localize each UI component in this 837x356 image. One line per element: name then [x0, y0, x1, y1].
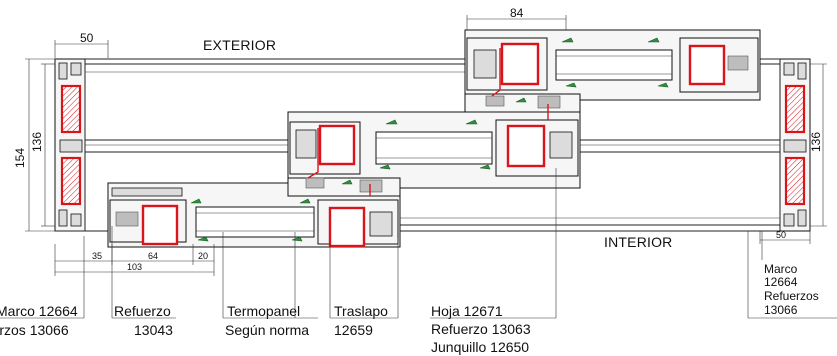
dimension-136-right: 136 [809, 132, 823, 152]
top-sash-reinforcement-left [500, 42, 540, 86]
dimension-64: 64 [148, 251, 158, 261]
dimension-top-left: 50 [54, 31, 109, 58]
label-traslapo-code: 12659 [334, 322, 373, 338]
middle-sash-reinforcement-right [506, 124, 546, 168]
leader-lines [83, 168, 763, 318]
dimension-84: 84 [510, 6, 524, 20]
low-sash-reinforcement-left [141, 204, 179, 246]
dimension-50-bottom: 50 [776, 230, 786, 240]
top-sash-glass [555, 49, 673, 81]
label-termopanel: Termopanel [227, 303, 300, 319]
label-refuerzos-right-code: 13066 [764, 303, 798, 317]
right-frame-reinforcement-top [784, 84, 806, 134]
dimension-top-sash: 84 [466, 6, 567, 30]
middle-sash-reinforcement-left [318, 124, 356, 166]
interior-label: INTERIOR [604, 234, 673, 250]
label-refuerzos-left: Refuerzos 13066 [0, 322, 69, 338]
dimension-136-left: 136 [30, 132, 44, 152]
dimension-20: 20 [198, 251, 208, 261]
label-segun-norma: Según norma [225, 322, 309, 338]
label-traslapo: Traslapo [334, 303, 388, 319]
dimension-left-heights: 154 136 [13, 58, 55, 232]
callout-labels: Marco 12664 Refuerzos 13066 Refuerzo 130… [0, 262, 819, 355]
low-sash-glass [195, 206, 315, 238]
label-hoja: Hoja 12671 [431, 303, 503, 319]
label-marco-right: Marco [764, 262, 798, 276]
low-sash [107, 182, 401, 248]
dimension-50-top: 50 [80, 31, 94, 45]
right-frame-reinforcement-bottom [784, 156, 806, 206]
dimension-right-height: 136 [809, 63, 827, 227]
right-frame-profile [779, 58, 811, 232]
left-frame-profile [54, 58, 86, 232]
left-frame-reinforcement-bottom [60, 156, 82, 206]
label-marco-right-code: 12664 [764, 275, 798, 289]
dimension-154: 154 [13, 148, 27, 168]
exterior-label: EXTERIOR [203, 37, 276, 53]
label-junquillo: Junquillo 12650 [431, 339, 529, 355]
top-sash [464, 29, 761, 120]
dimension-35: 35 [92, 251, 102, 261]
label-refuerzos-right: Refuerzos [764, 289, 819, 303]
middle-sash-glass [375, 131, 493, 165]
label-refuerzo-code: 13043 [134, 322, 173, 338]
dimension-bottom-right: 50 [759, 230, 811, 244]
left-frame-reinforcement-top [60, 84, 82, 134]
middle-sash [287, 111, 581, 197]
label-refuerzo: Refuerzo [114, 303, 171, 319]
label-marco-left: Marco 12664 [0, 303, 78, 319]
label-refuerzo-hoja: Refuerzo 13063 [431, 321, 531, 337]
dimension-bottom-chain: 35 64 20 103 [54, 244, 215, 276]
frame-rails [55, 58, 780, 232]
low-sash-reinforcement-right [328, 206, 366, 248]
dimension-103: 103 [127, 262, 142, 272]
top-sash-reinforcement-right [688, 44, 726, 86]
